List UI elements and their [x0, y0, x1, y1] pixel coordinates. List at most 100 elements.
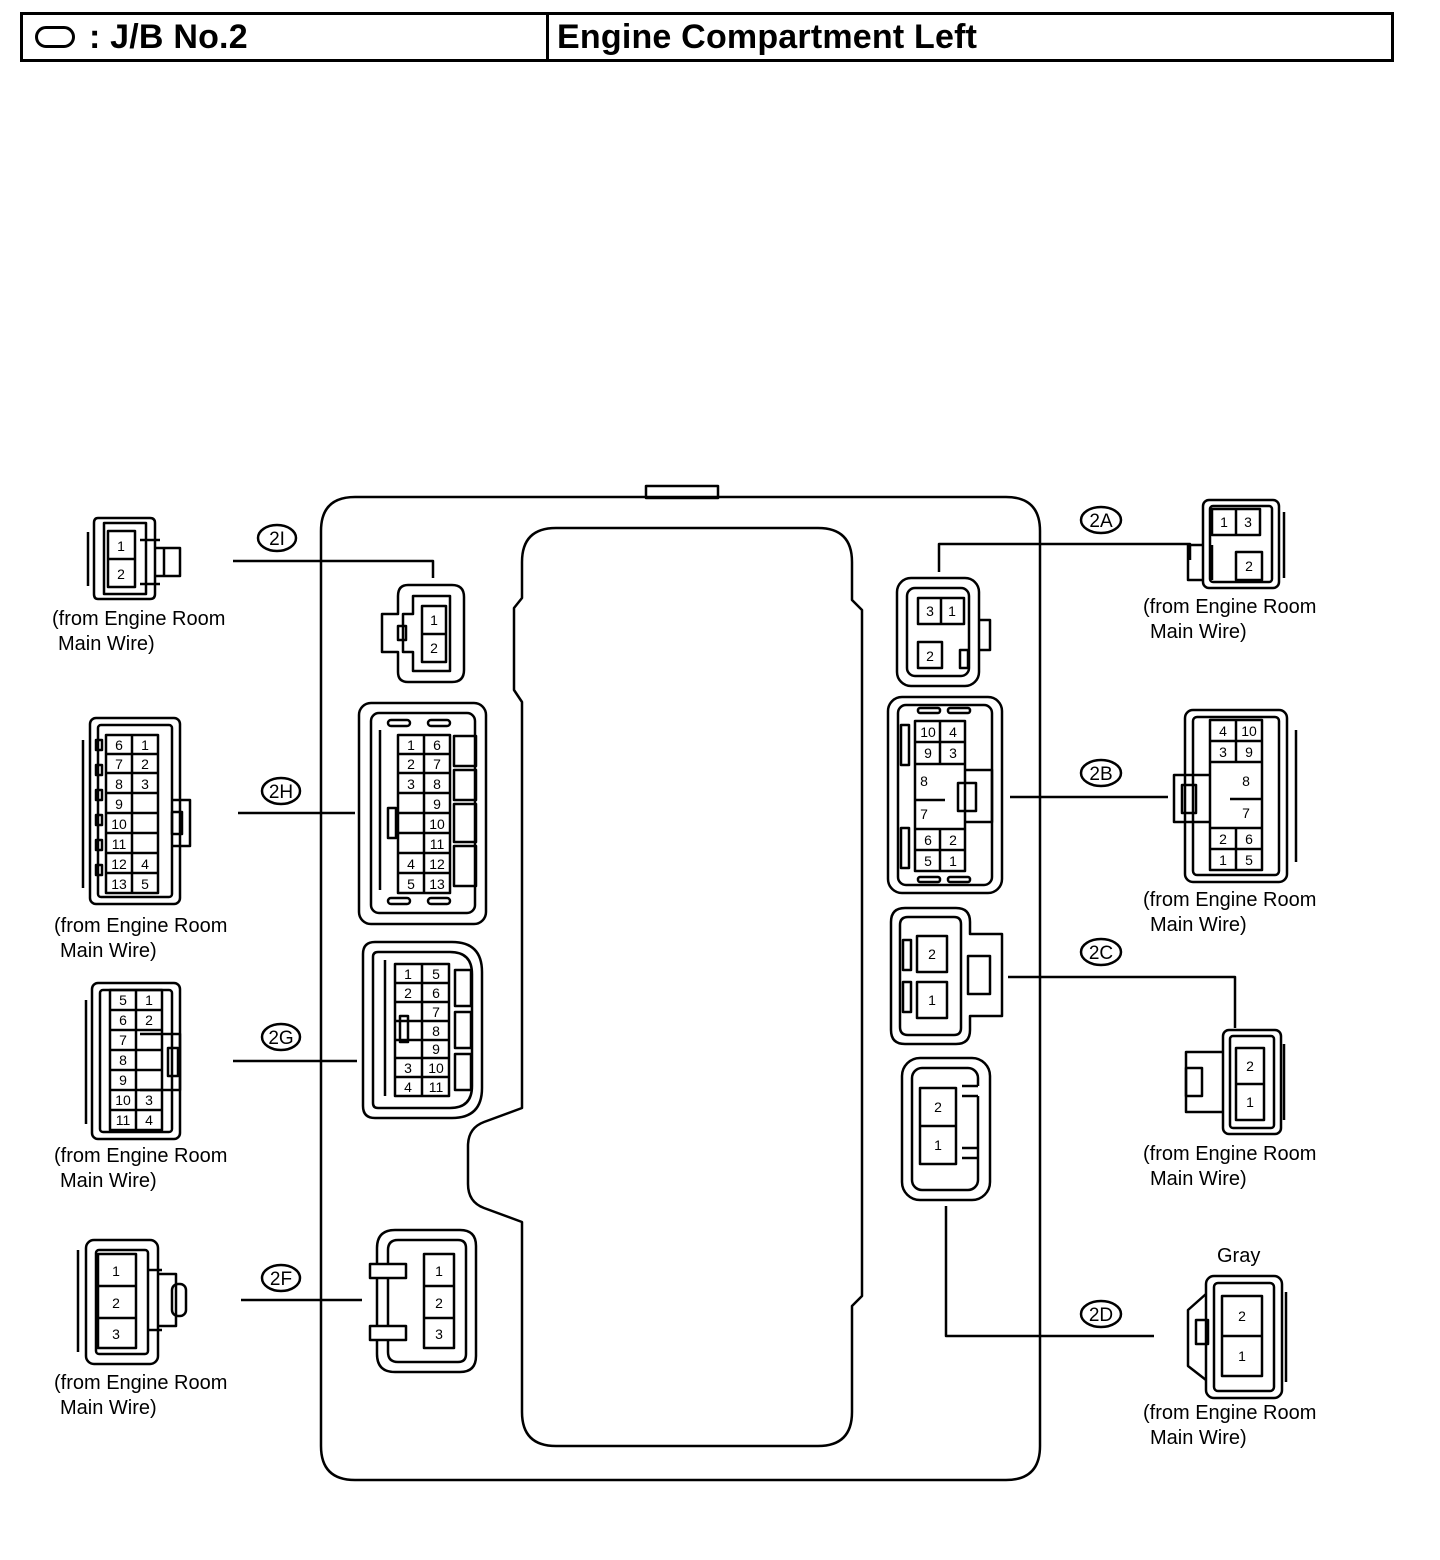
pin-label: 2 [145, 1012, 153, 1028]
connector-2D-caption-line2: Main Wire) [1150, 1427, 1247, 1449]
connector-2D-caption-line1: (from Engine Room [1143, 1402, 1316, 1424]
pin-label: 4 [404, 1079, 412, 1095]
pin-label: 5 [119, 992, 127, 1008]
pin-label: 13 [111, 876, 127, 892]
pin-label: 8 [1242, 773, 1250, 789]
pin-label: 5 [432, 966, 440, 982]
pin-label: 3 [949, 745, 957, 761]
pin-label: 6 [119, 1012, 127, 1028]
pin-label: 2 [430, 640, 438, 656]
connector-2F-face [368, 1228, 478, 1374]
pin-label: 2 [112, 1295, 120, 1311]
pin-label: 4 [1219, 723, 1227, 739]
connector-2B-detail [1172, 708, 1298, 884]
connector-2F-caption-line1: (from Engine Room [54, 1372, 227, 1394]
connector-2C-tag: 2C [1089, 943, 1113, 964]
connector-2A-detail [1186, 498, 1286, 590]
connector-2C-caption-line2: Main Wire) [1150, 1168, 1247, 1190]
pin-label: 5 [1245, 852, 1253, 868]
pin-label: 1 [949, 853, 957, 869]
jb-number-label: : J/B No.2 [89, 17, 248, 56]
pin-label: 6 [1245, 831, 1253, 847]
connector-2H-face [357, 701, 488, 926]
pin-label: 10 [920, 724, 936, 740]
connector-2C-leader-line [1008, 975, 1237, 1028]
connector-2F-detail [76, 1238, 188, 1366]
pin-label: 1 [117, 538, 125, 554]
pin-label: 2 [949, 832, 957, 848]
pin-label: 1 [435, 1263, 443, 1279]
pin-label: 1 [948, 603, 956, 619]
pin-label: 2 [117, 566, 125, 582]
connector-2A-face [895, 576, 992, 688]
pin-label: 9 [115, 796, 123, 812]
pin-label: 3 [112, 1326, 120, 1342]
pin-label: 6 [432, 985, 440, 1001]
pin-label: 1 [404, 966, 412, 982]
pin-label: 2 [1246, 1058, 1254, 1074]
pin-label: 11 [430, 836, 445, 852]
location-name-label: Engine Compartment Left [557, 17, 978, 56]
oval-symbol-icon [35, 26, 75, 48]
connector-2D-group [900, 1056, 1288, 1400]
pin-label: 6 [115, 737, 123, 753]
pin-label: 1 [141, 737, 149, 753]
connector-2I-caption-line2: Main Wire) [58, 633, 155, 655]
connector-2I-tag: 2I [269, 529, 285, 550]
pin-label: 5 [141, 876, 149, 892]
pin-label: 2 [407, 756, 415, 772]
connector-2G-group [84, 940, 484, 1141]
connector-2H-caption-line1: (from Engine Room [54, 915, 227, 937]
connector-2I-caption-line1: (from Engine Room [52, 608, 225, 630]
pin-label: 12 [111, 856, 127, 872]
header-location-cell: Engine Compartment Left [549, 15, 1391, 59]
connector-2I-group [86, 516, 466, 684]
pin-label: 1 [1220, 514, 1228, 530]
pin-label: 9 [119, 1072, 127, 1088]
connector-2G-caption-line1: (from Engine Room [54, 1145, 227, 1167]
connector-2G-detail [84, 981, 182, 1141]
pin-label: 8 [119, 1052, 127, 1068]
connector-2B-caption-line1: (from Engine Room [1143, 889, 1316, 911]
connector-2D-tag: 2D [1089, 1305, 1113, 1326]
connector-2A-leader-line [937, 542, 1192, 572]
pin-label: 8 [433, 776, 441, 792]
pin-label: 4 [141, 856, 149, 872]
pin-label: 2 [1238, 1308, 1246, 1324]
connector-2B-caption-line2: Main Wire) [1150, 914, 1247, 936]
connector-2B-face [886, 695, 1004, 895]
pin-label: 11 [429, 1079, 444, 1095]
connector-2F-tag-oval [260, 1263, 302, 1293]
pin-label: 3 [1244, 514, 1252, 530]
pin-label: 5 [407, 876, 415, 892]
pin-label: 7 [920, 806, 928, 822]
pin-label: 3 [145, 1092, 153, 1108]
connector-2D-face [900, 1056, 992, 1202]
pin-label: 9 [924, 745, 932, 761]
pin-label: 1 [145, 992, 153, 1008]
pin-label: 11 [112, 836, 127, 852]
connector-2I-face [380, 583, 466, 684]
connector-2C-detail [1184, 1028, 1286, 1136]
pin-label: 10 [428, 1060, 444, 1076]
pin-label: 7 [432, 1004, 440, 1020]
pin-label: 3 [407, 776, 415, 792]
pin-label: 1 [112, 1263, 120, 1279]
connector-2F-caption-line2: Main Wire) [60, 1397, 157, 1419]
pin-label: 9 [1245, 744, 1253, 760]
pin-label: 2 [404, 985, 412, 1001]
pin-label: 2 [926, 648, 934, 664]
connector-2G-caption-line2: Main Wire) [60, 1170, 157, 1192]
connector-2C-face [889, 906, 1004, 1046]
connector-2A-caption-line1: (from Engine Room [1143, 596, 1316, 618]
pin-label: 3 [435, 1326, 443, 1342]
pin-label: 10 [429, 816, 445, 832]
pin-label: 12 [429, 856, 445, 872]
connector-2B-tag: 2B [1089, 764, 1112, 785]
pin-label: 1 [928, 992, 936, 1008]
connector-2C-caption-line1: (from Engine Room [1143, 1143, 1316, 1165]
pin-label: 7 [1242, 805, 1250, 821]
pin-label: 9 [432, 1041, 440, 1057]
pin-label: 2 [928, 946, 936, 962]
